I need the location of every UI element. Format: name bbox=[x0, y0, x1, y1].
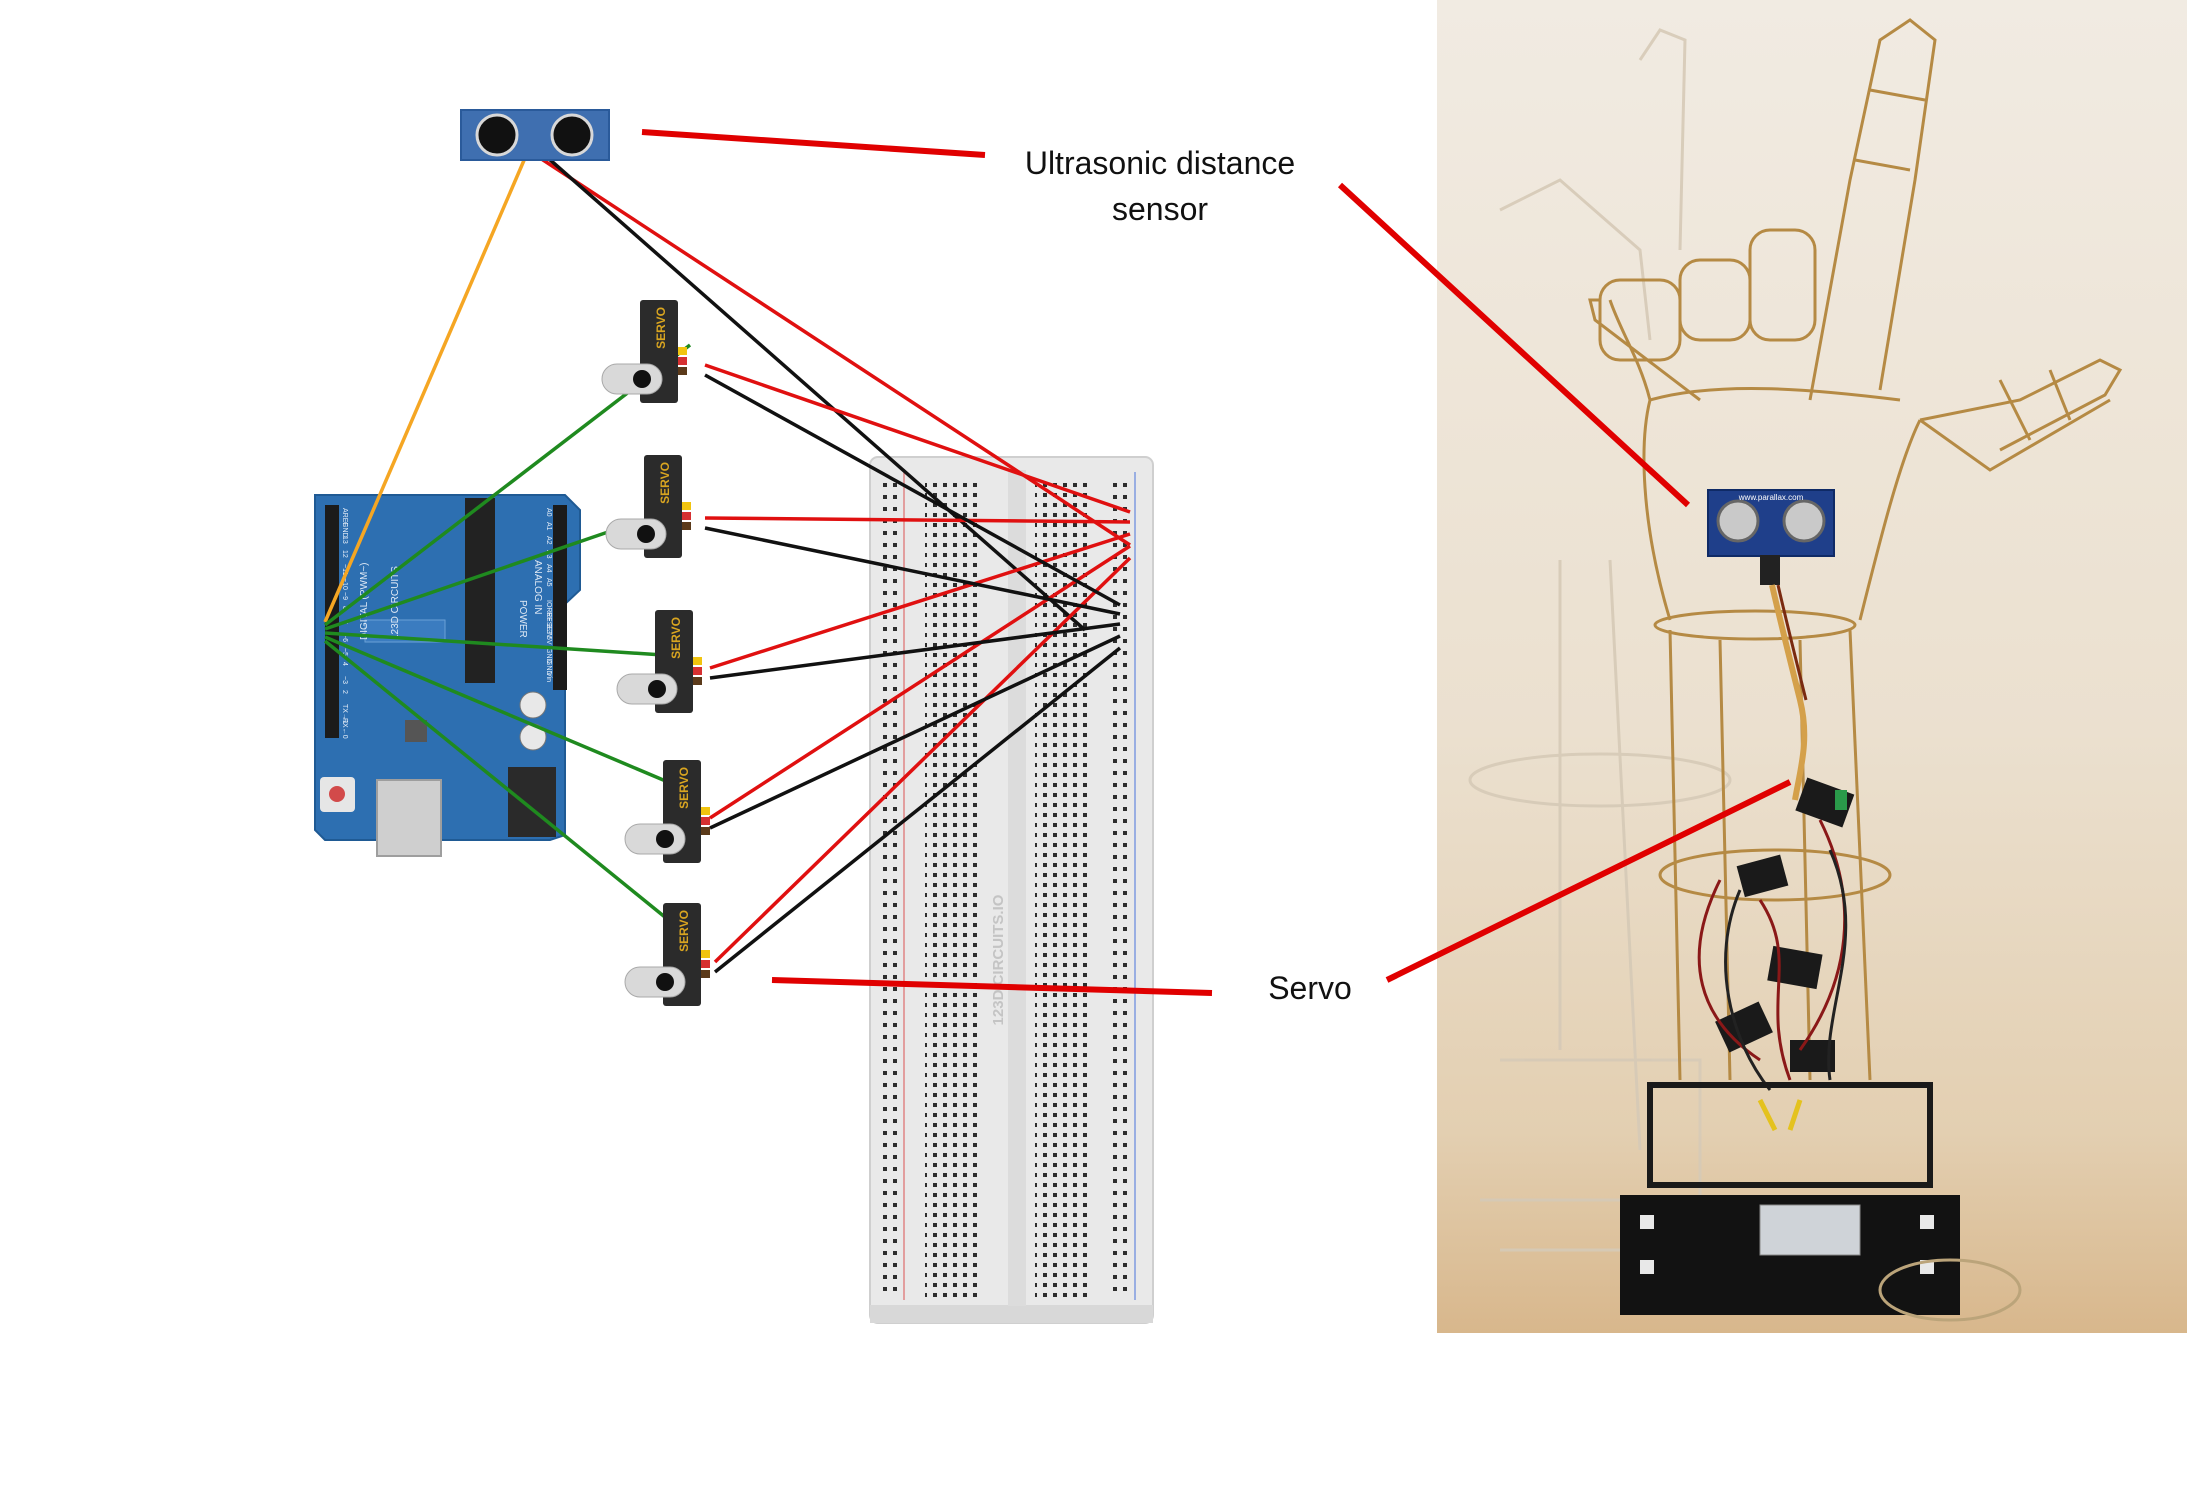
arduino-pin-label: GND bbox=[545, 648, 552, 664]
arduino-pin-label: ~10 bbox=[341, 578, 348, 590]
photo-sensor-text: www.parallax.com bbox=[1738, 493, 1804, 502]
arduino-pin-label: ~6 bbox=[341, 634, 348, 642]
arduino-pin-label: ~11 bbox=[341, 564, 348, 575]
photo-base bbox=[1620, 1082, 2022, 1322]
wire-servo-ground-4 bbox=[709, 634, 1121, 830]
arduino-pin-label: GND bbox=[545, 660, 552, 676]
servo-label: SERVO bbox=[669, 617, 683, 659]
arduino-pin-label: A0 bbox=[545, 508, 552, 517]
servo-label: SERVO bbox=[658, 462, 672, 504]
wire-servo-power-5 bbox=[713, 556, 1132, 964]
callout-sensor-diagram bbox=[641, 129, 986, 158]
arduino-pin-label: 5V bbox=[545, 636, 552, 645]
callout-lines bbox=[641, 129, 1792, 996]
wire-servo-power-3 bbox=[709, 532, 1131, 670]
breadboard: 123D CIRCUITS.IO bbox=[869, 456, 1154, 1324]
wire-servo-ground-5 bbox=[713, 646, 1122, 974]
servo-4: SERVO bbox=[624, 760, 710, 863]
arduino-pin-label: 4 bbox=[341, 662, 348, 666]
arduino-pin-label: Vin bbox=[545, 672, 552, 682]
arduino-power-text: POWER bbox=[517, 600, 528, 638]
arduino-pin-label: A1 bbox=[545, 522, 552, 531]
arduino-pin-label: AREF bbox=[341, 508, 348, 527]
wire-sensor-signal bbox=[323, 157, 527, 623]
arduino-pin-label: 3.3V bbox=[545, 624, 552, 639]
photo-shadow-hand bbox=[1468, 28, 1732, 1252]
servo-group: SERVO SERVO SERVO SERVO SERVO bbox=[601, 300, 710, 1006]
arduino-analog-text: ANALOG IN bbox=[532, 560, 543, 614]
arduino-pin-label: RX←0 bbox=[341, 718, 348, 739]
wire-servo-power-2 bbox=[704, 516, 1131, 524]
wires bbox=[323, 156, 1132, 974]
arduino-pin-label: GND bbox=[341, 522, 348, 538]
photo-ultrasonic-sensor: www.parallax.com bbox=[1707, 489, 1835, 585]
wire-servo-signal-2 bbox=[324, 530, 609, 631]
arduino-board: 123D CIRCUITS DIGITAL (PWM~) ANALOG IN P… bbox=[314, 494, 581, 857]
photo-servo-cluster bbox=[1697, 777, 1855, 1132]
callout-servo-photo bbox=[1385, 779, 1792, 983]
wire-servo-power-4 bbox=[709, 544, 1131, 820]
arduino-digital-text: DIGITAL (PWM~) bbox=[359, 563, 370, 641]
arduino-pin-label: A3 bbox=[545, 550, 552, 559]
wire-servo-signal-5 bbox=[323, 639, 673, 924]
wire-servo-ground-1 bbox=[704, 373, 1121, 607]
servo-3: SERVO bbox=[616, 610, 702, 713]
arduino-pin-label: IOREF bbox=[545, 600, 552, 621]
servo-2: SERVO bbox=[605, 455, 691, 558]
callout-servo-diagram bbox=[771, 977, 1213, 996]
servo-label: SERVO bbox=[677, 910, 691, 952]
wire-servo-power-1 bbox=[704, 363, 1131, 514]
breadboard-watermark: 123D CIRCUITS.IO bbox=[990, 894, 1007, 1025]
wire-servo-ground-2 bbox=[704, 526, 1121, 616]
label-ultrasonic-sensor: Ultrasonic distance sensor bbox=[990, 140, 1330, 232]
label-ultrasonic-line1: Ultrasonic distance bbox=[1024, 145, 1296, 181]
label-servo: Servo bbox=[1268, 970, 1352, 1006]
arduino-pin-label: ~3 bbox=[341, 676, 348, 684]
servo-5: SERVO bbox=[624, 903, 710, 1006]
photo-wire-hand bbox=[1588, 18, 2123, 1081]
arduino-pin-label: ~5 bbox=[341, 648, 348, 656]
ultrasonic-sensor bbox=[460, 109, 610, 161]
callout-sensor-photo bbox=[1337, 182, 1691, 508]
arduino-brand-text: 123D CIRCUITS bbox=[390, 566, 401, 640]
robotic-hand-photo: www.parallax.com bbox=[1437, 0, 2187, 1333]
servo-label: SERVO bbox=[677, 767, 691, 809]
arduino-pin-label: A5 bbox=[545, 578, 552, 587]
arduino-pin-label: 12 bbox=[341, 550, 348, 558]
wire-servo-signal-4 bbox=[324, 635, 669, 784]
arduino-pin-label: 13 bbox=[341, 536, 348, 544]
wire-sensor-power bbox=[539, 156, 1131, 547]
label-ultrasonic-line2: sensor bbox=[1111, 191, 1209, 227]
servo-1: SERVO bbox=[601, 300, 687, 403]
servo-label: SERVO bbox=[654, 307, 668, 349]
wire-servo-ground-3 bbox=[709, 622, 1121, 680]
arduino-pin-label: A2 bbox=[545, 536, 552, 545]
arduino-pin-label: ~9 bbox=[341, 592, 348, 600]
wire-servo-signal-3 bbox=[324, 631, 664, 657]
arduino-pin-label: TX→1 bbox=[341, 704, 348, 724]
arduino-pin-label: RESET bbox=[545, 612, 552, 636]
arduino-pin-label: 2 bbox=[341, 690, 348, 694]
wire-sensor-ground bbox=[546, 156, 1087, 632]
arduino-pin-label: A4 bbox=[545, 564, 552, 573]
